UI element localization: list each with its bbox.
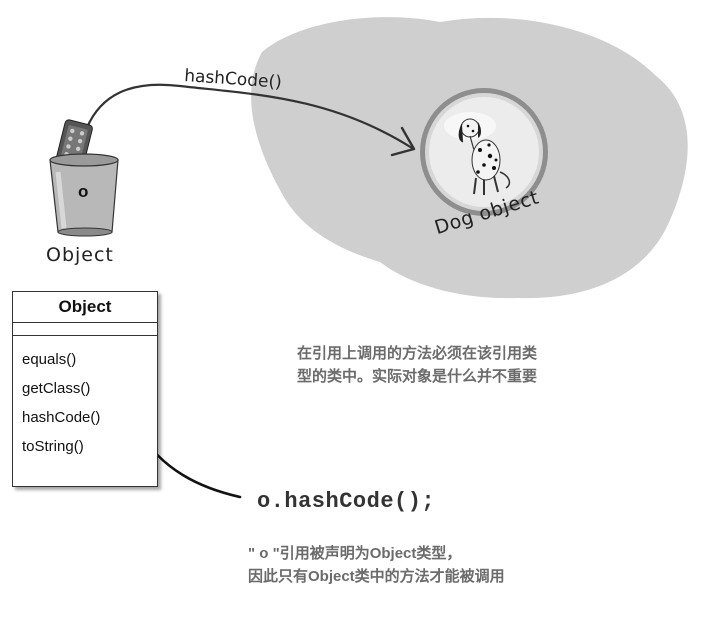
reference-variable-letter: o xyxy=(78,182,89,201)
rule-note-line-2: 型的类中。实际对象是什么并不重要 xyxy=(297,368,538,385)
rule-note-line-1: 在引用上调用的方法必须在该引用类 xyxy=(297,345,538,362)
uml-methods-list: equals() getClass() hashCode() toString(… xyxy=(13,336,157,461)
dog-icon xyxy=(458,118,511,195)
reference-type-label: Object xyxy=(46,244,114,266)
uml-fields-compartment xyxy=(13,323,157,336)
uml-class-box: Object equals() getClass() hashCode() to… xyxy=(12,291,158,487)
uml-method-getclass: getClass() xyxy=(22,380,91,397)
explain-note-line-1: " o "引用被声明为Object类型， xyxy=(248,545,462,562)
explain-note: " o "引用被声明为Object类型， 因此只有Object类中的方法才能被调… xyxy=(248,542,505,588)
explain-note-line-2: 因此只有Object类中的方法才能被调用 xyxy=(248,568,505,585)
code-line: o.hashCode(); xyxy=(257,489,436,514)
reference-remote-cup xyxy=(49,119,119,237)
uml-class-name: Object xyxy=(13,292,157,323)
method-call-arrowhead xyxy=(390,126,416,157)
uml-method-equals: equals() xyxy=(22,351,77,368)
method-call-arrow xyxy=(84,83,414,150)
rule-note: 在引用上调用的方法必须在该引用类 型的类中。实际对象是什么并不重要 xyxy=(297,342,537,388)
uml-method-hashcode: hashCode() xyxy=(22,409,101,426)
uml-method-tostring: toString() xyxy=(22,438,84,455)
